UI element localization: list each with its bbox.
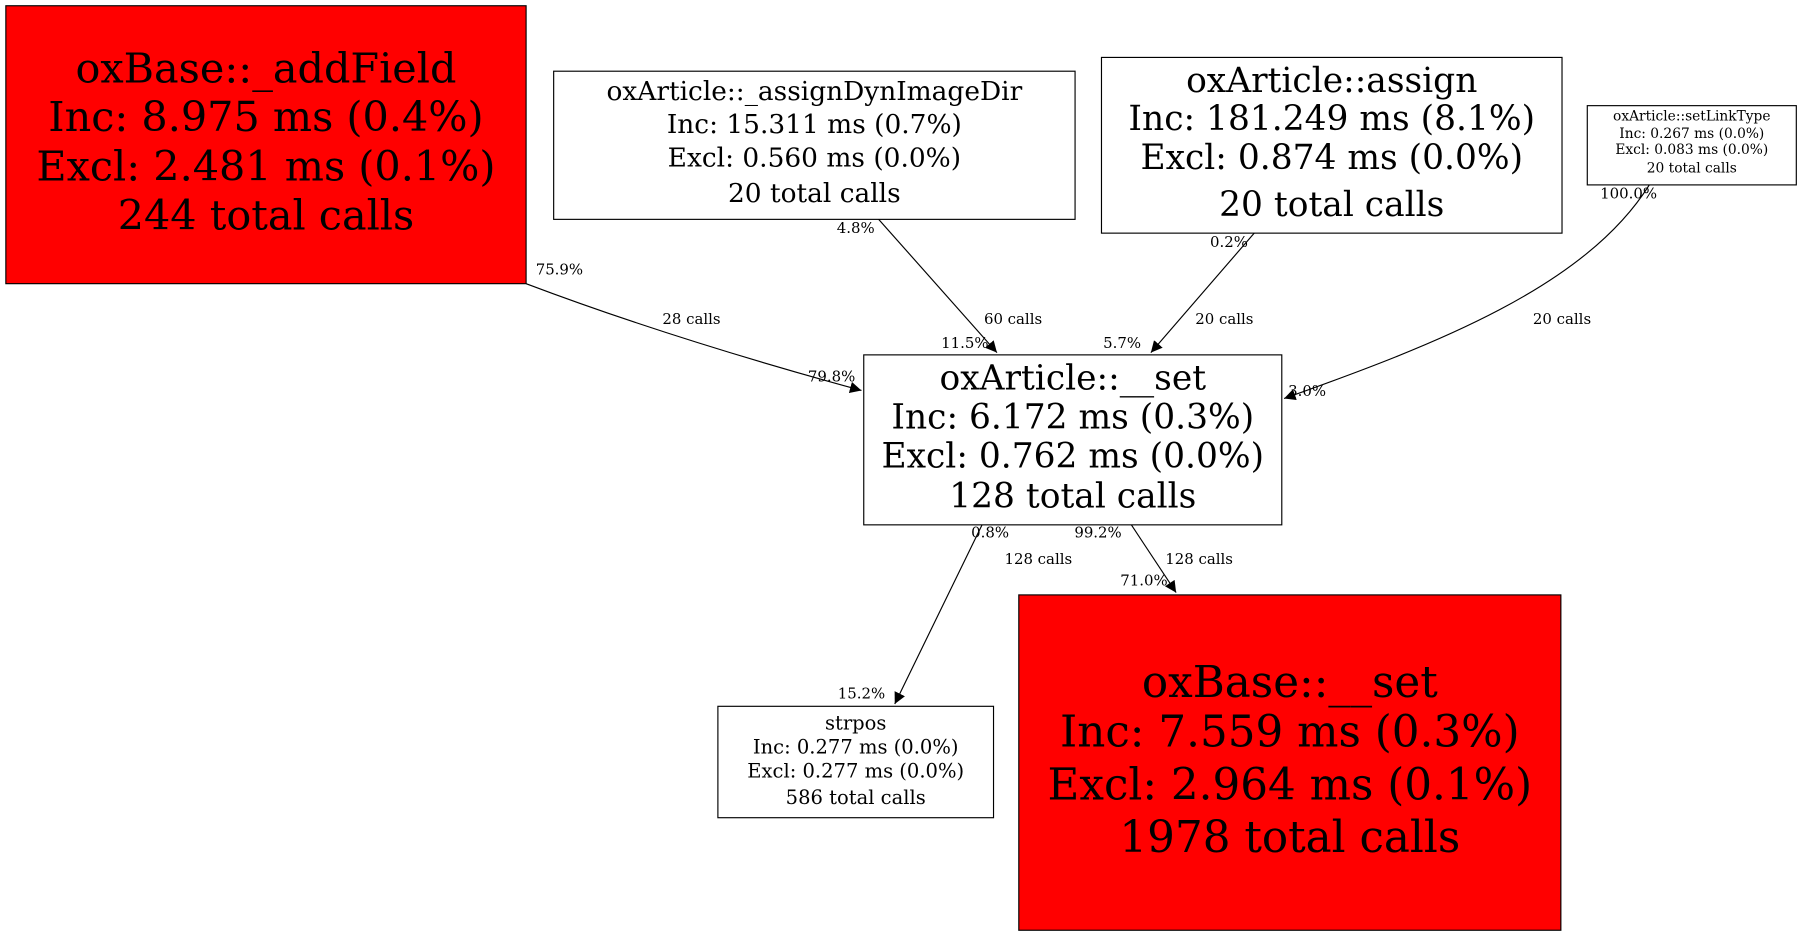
edge-calls-label: 20 calls xyxy=(1195,310,1253,328)
edge-arrow xyxy=(894,524,983,705)
node-inclusive-time: Inc: 0.267 ms (0.0%) xyxy=(1619,126,1764,142)
node-function-name: oxArticle::_assignDynImageDir xyxy=(607,76,1023,107)
node-inclusive-time: Inc: 6.172 ms (0.3%) xyxy=(891,397,1254,437)
edge-calls-label: 128 calls xyxy=(1004,550,1072,568)
edge-calls-label: 60 calls xyxy=(984,310,1042,328)
edge-assignDynImageDir-to-article_set: 60 calls 4.8% 11.5% xyxy=(837,218,1042,353)
edge-tail-percent: 0.2% xyxy=(1210,233,1248,251)
node-inclusive-time: Inc: 8.975 ms (0.4%) xyxy=(48,93,483,141)
edge-calls-label: 20 calls xyxy=(1533,310,1591,328)
node-exclusive-time: Excl: 0.762 ms (0.0%) xyxy=(881,436,1264,476)
edge-arrow xyxy=(878,218,998,353)
node-inclusive-time: Inc: 0.277 ms (0.0%) xyxy=(753,735,959,758)
node-box xyxy=(863,354,1283,526)
node-total-calls: 1978 total calls xyxy=(1119,812,1460,863)
node-total-calls: 20 total calls xyxy=(1647,160,1737,176)
edge-tail-percent: 4.8% xyxy=(837,219,875,237)
node-box xyxy=(1100,56,1563,234)
node-exclusive-time: Excl: 0.277 ms (0.0%) xyxy=(747,760,964,783)
node-function-name: strpos xyxy=(825,711,886,734)
edge-addField-to-article_set: 28 calls 75.9% 79.8% xyxy=(525,260,862,393)
node-box xyxy=(1018,594,1562,931)
node-total-calls: 128 total calls xyxy=(949,477,1196,517)
edge-arrow xyxy=(1130,524,1177,593)
node-exclusive-time: Excl: 0.083 ms (0.0%) xyxy=(1615,142,1768,158)
edge-arrow xyxy=(1283,184,1650,401)
edge-article_set-to-base_set: 128 calls 99.2% 71.0% xyxy=(1074,523,1233,593)
node-function-name: oxBase::_addField xyxy=(75,45,456,93)
edge-calls-label: 128 calls xyxy=(1165,550,1233,568)
edge-setLinkType-to-article_set: 20 calls 100.0% 3.0% xyxy=(1283,184,1657,401)
edge-arrow xyxy=(1150,232,1255,353)
node-box xyxy=(5,5,527,285)
edge-calls-label: 28 calls xyxy=(662,310,720,328)
node-exclusive-time: Excl: 0.560 ms (0.0%) xyxy=(668,143,961,174)
edge-tail-percent: 0.8% xyxy=(971,523,1009,541)
edge-head-percent: 11.5% xyxy=(941,334,988,352)
node-total-calls: 20 total calls xyxy=(728,178,901,209)
node-total-calls: 244 total calls xyxy=(118,192,415,240)
node-total-calls: 586 total calls xyxy=(786,786,926,809)
node-function-name: oxBase::__set xyxy=(1142,657,1438,708)
edge-article_set-to-strpos: 128 calls 0.8% 15.2% xyxy=(838,523,1072,705)
node-box xyxy=(717,705,995,819)
edge-assign-to-article_set: 20 calls 0.2% 5.7% xyxy=(1103,232,1255,353)
edge-head-percent: 5.7% xyxy=(1103,334,1141,352)
node-box xyxy=(1586,105,1797,186)
edge-head-percent: 15.2% xyxy=(838,684,885,702)
node-function-name: oxArticle::__set xyxy=(939,358,1206,398)
node-exclusive-time: Excl: 2.964 ms (0.1%) xyxy=(1048,759,1533,810)
node-exclusive-time: Excl: 0.874 ms (0.0%) xyxy=(1140,138,1523,178)
edge-tail-percent: 75.9% xyxy=(536,260,583,278)
edge-head-percent: 79.8% xyxy=(808,367,855,385)
edge-arrow xyxy=(525,283,862,393)
node-total-calls: 20 total calls xyxy=(1219,185,1444,225)
node-inclusive-time: Inc: 7.559 ms (0.3%) xyxy=(1060,707,1520,758)
edge-tail-percent: 100.0% xyxy=(1600,185,1657,203)
node-inclusive-time: Inc: 181.249 ms (8.1%) xyxy=(1128,99,1535,139)
edge-head-percent: 3.0% xyxy=(1288,382,1326,400)
node-inclusive-time: Inc: 15.311 ms (0.7%) xyxy=(667,109,962,140)
edge-tail-percent: 99.2% xyxy=(1074,523,1121,541)
node-exclusive-time: Excl: 2.481 ms (0.1%) xyxy=(36,142,495,190)
node-box xyxy=(553,70,1076,220)
node-function-name: oxArticle::setLinkType xyxy=(1613,109,1770,125)
node-function-name: oxArticle::assign xyxy=(1186,61,1477,101)
edge-head-percent: 71.0% xyxy=(1120,572,1167,590)
